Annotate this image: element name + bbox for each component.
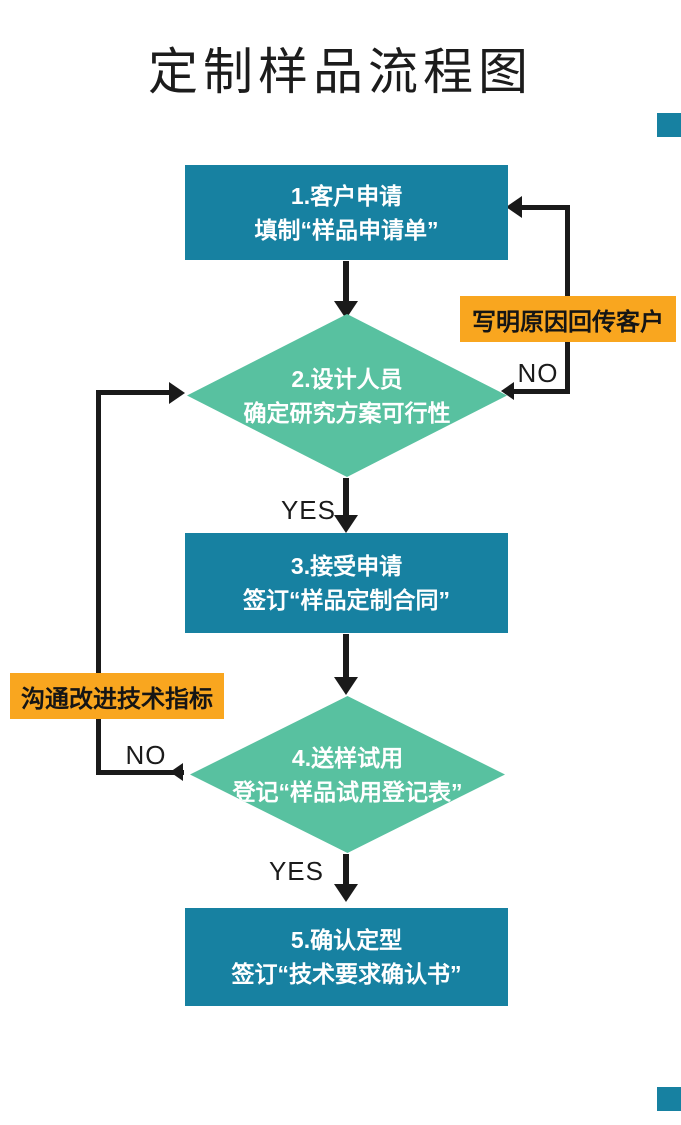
corner-marker-top-right bbox=[657, 113, 681, 137]
step-1-line-1: 1.客户申请 bbox=[290, 182, 403, 209]
step-5-line-2: 签订“技术要求确认书” bbox=[231, 961, 462, 987]
branch-label-yes-1: YES bbox=[280, 495, 336, 525]
step-4-line-1: 4.送样试用 bbox=[291, 744, 404, 771]
arrowhead-down-icon bbox=[334, 301, 358, 319]
step-4-line-2: 登记“样品试用登记表” bbox=[232, 778, 463, 805]
branch-label-no-left: NO bbox=[125, 740, 167, 770]
connector-no-loop-right-bottom bbox=[505, 389, 570, 394]
flow-step-2-design-feasibility: 2.设计人员 确定研究方案可行性 bbox=[187, 314, 507, 477]
step-2-line-1: 2.设计人员 bbox=[291, 365, 403, 392]
flow-step-5-confirm-finalize: 5.确认定型 签订“技术要求确认书” bbox=[185, 908, 508, 1006]
arrowhead-down-icon bbox=[334, 677, 358, 695]
connector-step1-to-step2 bbox=[343, 261, 349, 303]
step-3-line-1: 3.接受申请 bbox=[290, 553, 403, 579]
corner-marker-bottom-right bbox=[657, 1087, 681, 1111]
step-1-line-2: 填制“样品申请单” bbox=[254, 216, 439, 243]
connector-step3-to-step4 bbox=[343, 634, 349, 679]
page-title: 定制样品流程图 bbox=[148, 43, 533, 101]
step-2-line-2: 确定研究方案可行性 bbox=[243, 399, 451, 426]
step-3-line-2: 签订“样品定制合同” bbox=[243, 587, 450, 613]
flow-step-4-sample-trial: 4.送样试用 登记“样品试用登记表” bbox=[190, 696, 505, 853]
connector-no-loop-left-top bbox=[101, 390, 169, 395]
connector-step2-to-step3 bbox=[343, 478, 349, 516]
connector-no-loop-left-bottom bbox=[96, 770, 184, 775]
note-return-to-customer: 写明原因回传客户 bbox=[460, 296, 676, 342]
connector-no-loop-right-top bbox=[521, 205, 570, 210]
flow-step-3-accept-apply: 3.接受申请 签订“样品定制合同” bbox=[185, 533, 508, 633]
branch-label-no-right: NO bbox=[517, 358, 559, 388]
step-5-line-1: 5.确认定型 bbox=[290, 927, 403, 953]
arrowhead-right-icon bbox=[169, 382, 185, 404]
note-improve-specs: 沟通改进技术指标 bbox=[10, 673, 224, 719]
arrowhead-down-icon bbox=[334, 515, 358, 533]
arrowhead-left-icon bbox=[506, 196, 522, 218]
connector-no-loop-left-vertical bbox=[96, 390, 101, 775]
flow-step-1-customer-apply: 1.客户申请 填制“样品申请单” bbox=[185, 165, 508, 260]
arrowhead-down-icon bbox=[334, 884, 358, 902]
branch-label-yes-2: YES bbox=[268, 856, 324, 886]
connector-step4-to-step5 bbox=[343, 854, 349, 886]
